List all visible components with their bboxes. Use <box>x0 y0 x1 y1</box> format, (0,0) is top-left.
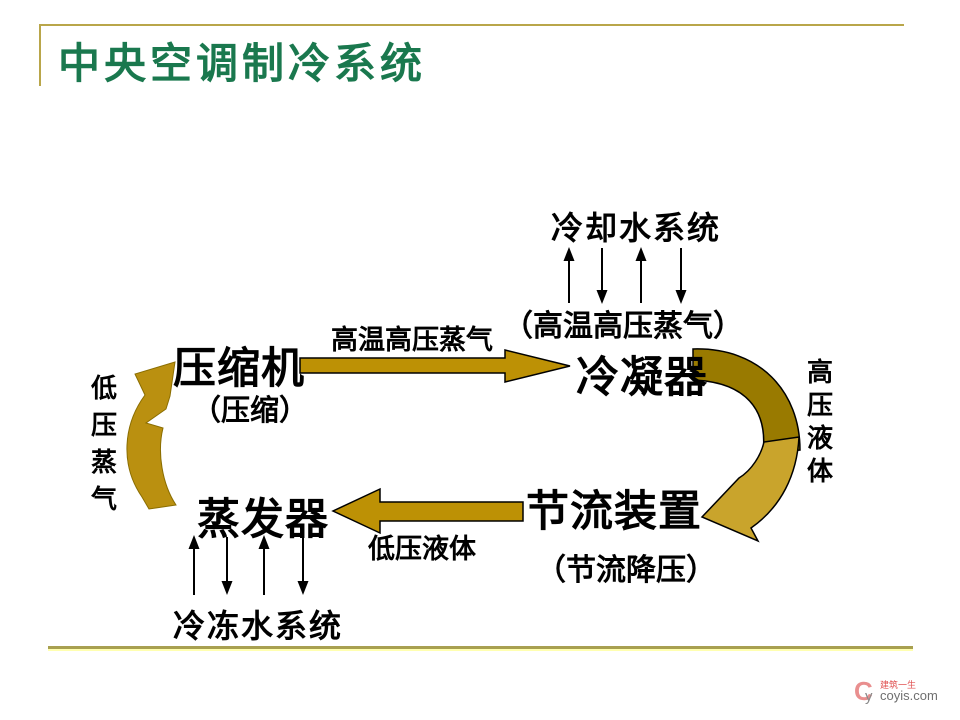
bottom-gold-rule <box>48 646 913 651</box>
cooling-water-system-label: 冷却水系统 <box>551 210 722 246</box>
condenser-to-throttle-curved-arrow-lower-icon <box>700 436 800 543</box>
logo-c-monogram-icon: C <box>854 676 873 706</box>
chilled-water-arrow-down-icon <box>221 537 233 595</box>
watermark-domain-text: coyis.com <box>880 688 938 703</box>
condenser-to-throttle-curved-arrow-upper-icon <box>692 348 801 454</box>
throttle-node-label: 节流装置 <box>526 489 702 536</box>
compressor-node-label: 压缩机 <box>173 346 305 393</box>
lp-liquid-label: 低压液体 <box>368 534 476 564</box>
cooling-water-arrow-down-icon <box>675 248 687 304</box>
chilled-water-arrow-down-icon <box>297 537 309 595</box>
top-gold-rule <box>39 24 904 26</box>
hot-hp-vapor-label: 高温高压蒸气 <box>331 325 493 355</box>
page-title: 中央空调制冷系统 <box>58 42 427 88</box>
cooling-water-arrow-up-icon <box>563 247 575 303</box>
compress-paren-label: （压缩） <box>192 395 309 427</box>
coyis-watermark: C y 建筑一生 coyis.com <box>854 676 954 712</box>
hp-liquid-label: 高压液体 <box>806 358 833 486</box>
throttle-to-evaporator-arrow-icon <box>331 487 524 535</box>
cooling-water-arrow-up-icon <box>635 247 647 303</box>
evaporator-to-compressor-curved-arrow-icon <box>126 361 177 510</box>
cooling-water-arrow-down-icon <box>596 248 608 304</box>
chilled-water-system-label: 冷冻水系统 <box>173 608 344 644</box>
left-gold-rule <box>39 24 41 86</box>
hot-hp-vapor-paren-label: （高温高压蒸气） <box>503 310 743 343</box>
lp-vapor-label: 低压蒸气 <box>90 374 117 514</box>
chilled-water-arrow-up-icon <box>258 535 270 595</box>
chilled-water-arrow-up-icon <box>188 535 200 595</box>
watermark-brand-text: 建筑一生 <box>880 680 917 690</box>
evaporator-node-label: 蒸发器 <box>197 497 329 544</box>
throttle-paren-label: （节流降压） <box>536 554 716 587</box>
condenser-node-label: 冷凝器 <box>576 355 708 402</box>
compressor-to-condenser-arrow-icon <box>299 349 571 383</box>
logo-y-monogram-icon: y <box>865 688 873 705</box>
